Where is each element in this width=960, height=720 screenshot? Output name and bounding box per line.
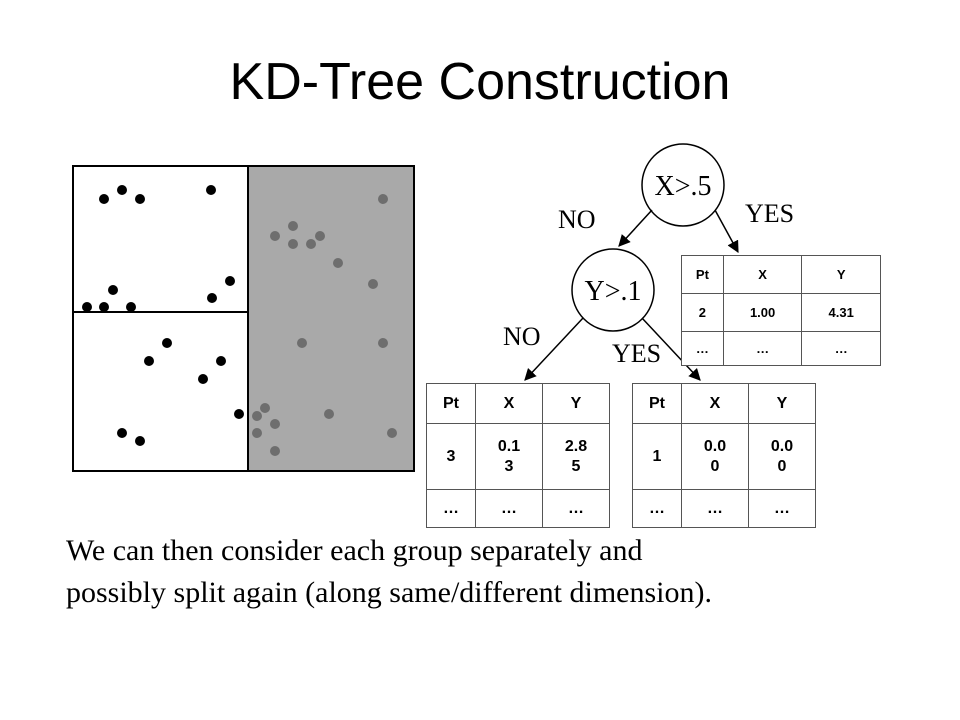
scatter-plot (72, 165, 415, 472)
table-row: 1 0.0 0 0.0 0 (632, 423, 817, 490)
header-cell: Y (747, 383, 817, 424)
table-cell: … (722, 331, 803, 366)
data-point (206, 185, 216, 195)
table-row: 3 0.1 3 2.8 5 (426, 423, 611, 490)
table-cell: … (801, 331, 881, 366)
data-point (108, 285, 118, 295)
table-header-row: Pt X Y (632, 383, 817, 424)
data-point (207, 293, 217, 303)
data-point (368, 279, 378, 289)
data-point (117, 428, 127, 438)
data-point (378, 338, 388, 348)
data-point (288, 221, 298, 231)
table-child-yes: Pt X Y 1 0.0 0 0.0 0 … … … (632, 383, 817, 528)
data-point (135, 436, 145, 446)
table-row: 2 1.00 4.31 (681, 293, 881, 332)
plot-left-region (72, 165, 249, 472)
table-header-row: Pt X Y (426, 383, 611, 424)
header-cell: X (474, 383, 543, 424)
data-point (99, 302, 109, 312)
data-point (99, 194, 109, 204)
table-row: … … … (426, 489, 611, 528)
header-cell: X (722, 255, 803, 294)
table-cell: … (747, 489, 817, 528)
edge-root-no (618, 209, 653, 247)
data-point (270, 231, 280, 241)
header-cell: Y (541, 383, 611, 424)
table-cell: 1 (632, 423, 682, 490)
table-cell: 0.1 3 (474, 423, 543, 490)
table-cell: 3 (426, 423, 476, 490)
edge-root-yes (714, 209, 739, 254)
data-point (126, 302, 136, 312)
slide-caption: We can then consider each group separate… (66, 530, 926, 614)
header-cell: Pt (632, 383, 682, 424)
table-cell: … (426, 489, 476, 528)
table-cell: … (474, 489, 543, 528)
gray-points (252, 194, 397, 456)
data-point (198, 374, 208, 384)
data-point (324, 409, 334, 419)
edge-child-yes (641, 317, 701, 381)
table-row: … … … (632, 489, 817, 528)
table-root-yes: Pt X Y 2 1.00 4.31 … … … (681, 255, 881, 366)
caption-line-2: possibly split again (along same/differe… (66, 576, 712, 609)
tree-child-node: Y>.1 (571, 248, 655, 332)
table-cell: 2.8 5 (541, 423, 611, 490)
caption-line-1: We can then consider each group separate… (66, 534, 643, 567)
header-cell: Pt (426, 383, 476, 424)
table-header-row: Pt X Y (681, 255, 881, 294)
data-point (234, 409, 244, 419)
root-yes-label: YES (745, 199, 794, 228)
table-cell: … (632, 489, 682, 528)
table-row: … … … (681, 331, 881, 366)
child-node-label: Y>.1 (584, 276, 641, 307)
data-point (288, 239, 298, 249)
table-cell: 4.31 (801, 293, 881, 332)
data-point (387, 428, 397, 438)
table-cell: 0.0 0 (747, 423, 817, 490)
data-point (117, 185, 127, 195)
table-cell: … (680, 489, 749, 528)
root-node-label: X>.5 (654, 171, 711, 202)
tree-root-node: X>.5 (641, 143, 725, 227)
header-cell: Y (801, 255, 881, 294)
data-point (225, 276, 235, 286)
edge-child-no (524, 317, 584, 381)
table-cell: 1.00 (722, 293, 803, 332)
data-point (162, 338, 172, 348)
table-cell: … (681, 331, 724, 366)
data-point (82, 302, 92, 312)
slide-title: KD-Tree Construction (229, 53, 731, 111)
data-point (315, 231, 325, 241)
root-no-label: NO (558, 205, 596, 234)
data-point (333, 258, 343, 268)
data-point (378, 194, 388, 204)
data-point (135, 194, 145, 204)
table-cell: 0.0 0 (680, 423, 749, 490)
data-point (216, 356, 226, 366)
data-point (144, 356, 154, 366)
data-point (270, 446, 280, 456)
header-cell: Pt (681, 255, 724, 294)
black-points (82, 185, 244, 446)
child-yes-label: YES (612, 339, 661, 368)
data-point (252, 428, 262, 438)
data-point (297, 338, 307, 348)
table-cell: … (541, 489, 611, 528)
data-point (306, 239, 316, 249)
table-child-no: Pt X Y 3 0.1 3 2.8 5 … … … (426, 383, 611, 528)
child-no-label: NO (503, 322, 541, 351)
data-point (252, 411, 262, 421)
header-cell: X (680, 383, 749, 424)
table-cell: 2 (681, 293, 724, 332)
data-point (260, 403, 270, 413)
data-point (270, 419, 280, 429)
